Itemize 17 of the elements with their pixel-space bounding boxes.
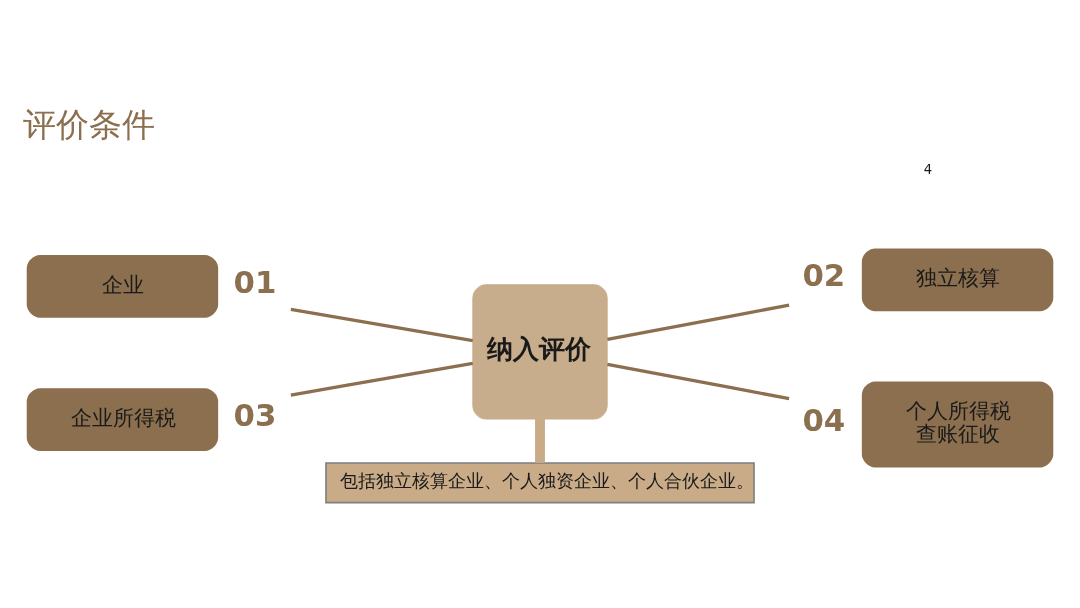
connector [290, 361, 474, 397]
node-box: 个人所得税查账征收 [861, 381, 1054, 468]
node-box: 企业所得税 [26, 388, 219, 451]
node-label: 01 [233, 263, 277, 300]
node-label: 03 [233, 397, 277, 434]
node-box: 包括独立核算企业、个人独资企业、个人合伙企业。 [325, 462, 755, 504]
connector [290, 307, 473, 343]
connector [535, 419, 545, 463]
node-box: 企业 [26, 255, 219, 318]
label: 4 [923, 161, 933, 177]
connector [607, 303, 790, 341]
node-box: 独立核算 [861, 248, 1054, 312]
node-label: 04 [802, 401, 846, 438]
diagram-title: 评价条件 [22, 105, 155, 145]
connector [607, 362, 790, 401]
node-label: 02 [802, 257, 846, 294]
node-box: 纳入评价 [472, 284, 608, 420]
